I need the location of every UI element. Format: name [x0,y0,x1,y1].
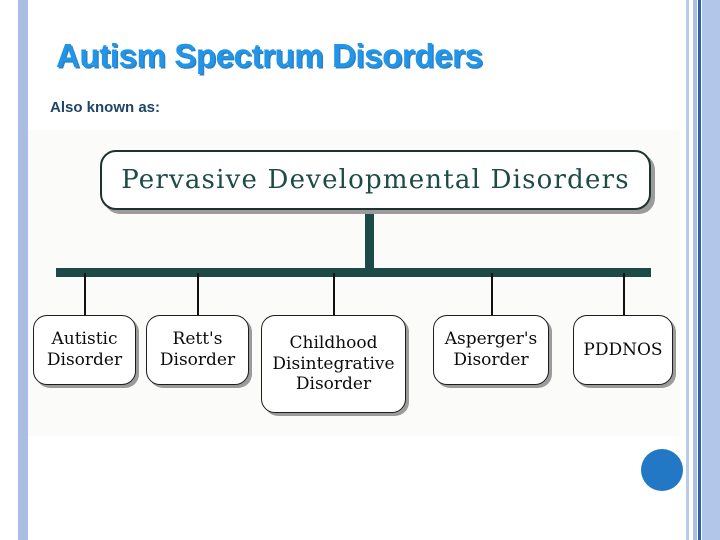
pdd-hierarchy-diagram: Pervasive Developmental Disorders Autist… [28,130,680,436]
connector-drop-line [84,273,86,317]
diagram-child-node: Autistic Disorder [33,315,136,385]
left-edge-accent-bar [18,0,28,540]
diagram-child-node: PDDNOS [573,315,673,385]
diagram-child-node: Asperger's Disorder [433,315,549,385]
diagram-root-node: Pervasive Developmental Disorders [100,150,651,210]
page-title: Autism Spectrum Disorders [56,37,483,74]
connector-drop-line [623,273,625,317]
connector-drop-line [491,273,493,317]
diagram-child-label: PDDNOS [583,339,663,360]
right-edge-accent-bar-1 [686,0,689,540]
diagram-child-node: Rett's Disorder [146,315,249,385]
diagram-child-label: Childhood Disintegrative Disorder [272,332,395,395]
right-edge-accent-bar-3 [698,0,701,540]
connector-drop-line [333,273,335,317]
diagram-root-label: Pervasive Developmental Disorders [121,165,630,195]
subtitle-label: Also known as: [50,99,161,116]
right-edge-accent-bar-4 [702,0,720,540]
diagram-child-label: Asperger's Disorder [444,329,538,370]
connector-horizontal-bar [56,268,651,277]
diagram-child-label: Autistic Disorder [46,329,123,370]
connector-drop-line [197,273,199,317]
decorative-bullet-dot [641,449,683,491]
diagram-child-node: Childhood Disintegrative Disorder [261,315,406,413]
right-edge-accent-bar-2 [693,0,697,540]
diagram-child-label: Rett's Disorder [159,329,236,370]
connector-vertical-stem [365,214,374,272]
